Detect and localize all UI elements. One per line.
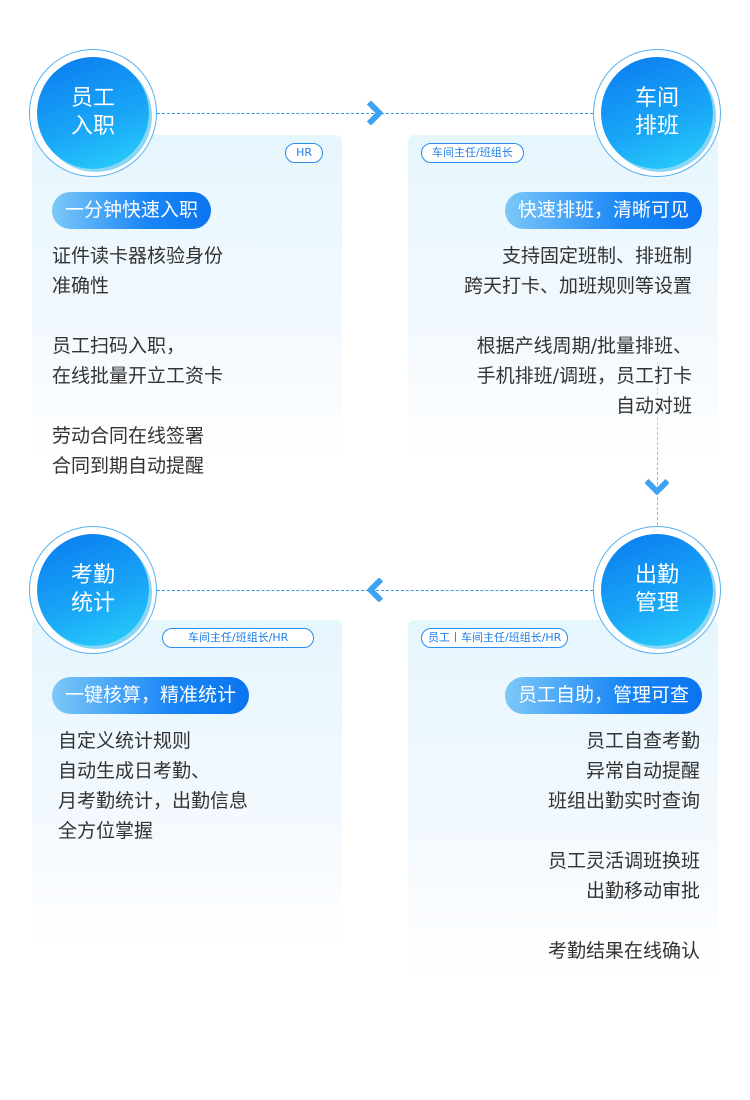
step-card-statistics: 车间主任/班组长/HR 一键核算，精准统计 自定义统计规则 自动生成日考勤、 月… (32, 620, 342, 950)
step-card-attendance: 员工丨车间主任/班组长/HR 员工自助，管理可查 员工自查考勤 异常自动提醒 班… (408, 620, 718, 980)
step-card-scheduling: 车间主任/班组长 快速排班，清晰可见 支持固定班制、排班制 跨天打卡、加班规则等… (408, 135, 718, 465)
role-tag: 车间主任/班组长/HR (162, 628, 315, 648)
role-tag: 车间主任/班组长 (421, 143, 524, 163)
chevron-down-icon (644, 470, 670, 496)
chevron-left-icon (366, 577, 392, 603)
feature-list: 证件读卡器核验身份 准确性 员工扫码入职， 在线批量开立工资卡 劳动合同在线签署… (52, 245, 224, 477)
headline-pill: 一分钟快速入职 (52, 192, 212, 229)
connector-line (157, 113, 593, 114)
feature-list: 支持固定班制、排班制 跨天打卡、加班规则等设置 根据产线周期/批量排班、 手机排… (463, 245, 692, 417)
role-tag: 员工丨车间主任/班组长/HR (421, 628, 569, 648)
step-badge-attendance: 出勤 管理 (593, 526, 721, 654)
headline-pill: 员工自助，管理可查 (504, 677, 702, 714)
step-badge-scheduling: 车间 排班 (593, 49, 721, 177)
feature-list: 员工自查考勤 异常自动提醒 班组出勤实时查询 员工灵活调班换班 出勤移动审批 考… (547, 730, 700, 962)
headline-pill: 快速排班，清晰可见 (504, 192, 702, 229)
feature-list: 自定义统计规则 自动生成日考勤、 月考勤统计，出勤信息 全方位掌握 (58, 730, 249, 842)
connector-line (157, 590, 593, 591)
chevron-right-icon (358, 100, 384, 126)
headline-pill: 一键核算，精准统计 (52, 677, 250, 714)
step-badge-onboarding: 员工 入职 (29, 49, 157, 177)
role-tag: HR (285, 143, 323, 163)
step-badge-statistics: 考勤 统计 (29, 526, 157, 654)
step-card-onboarding: HR 一分钟快速入职 证件读卡器核验身份 准确性 员工扫码入职， 在线批量开立工… (32, 135, 342, 477)
